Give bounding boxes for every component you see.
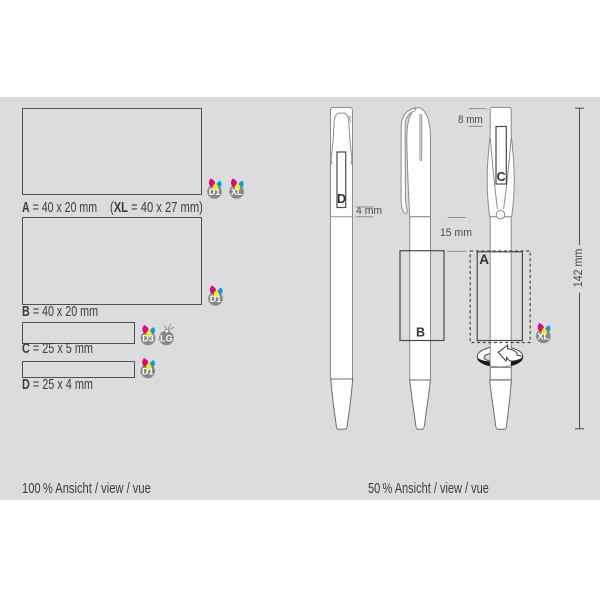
svg-text:D1: D1 (210, 294, 222, 304)
svg-text:D1: D1 (142, 366, 154, 376)
svg-text:LG: LG (160, 333, 173, 343)
svg-text:D3: D3 (142, 333, 154, 343)
svg-text:XL: XL (538, 331, 550, 341)
svg-text:C: C (497, 170, 506, 184)
svg-text:B: B (416, 326, 425, 340)
svg-text:D: D (337, 192, 346, 206)
svg-text:XL: XL (231, 187, 243, 197)
svg-text:A: A (479, 252, 489, 267)
svg-text:D1: D1 (209, 187, 221, 197)
